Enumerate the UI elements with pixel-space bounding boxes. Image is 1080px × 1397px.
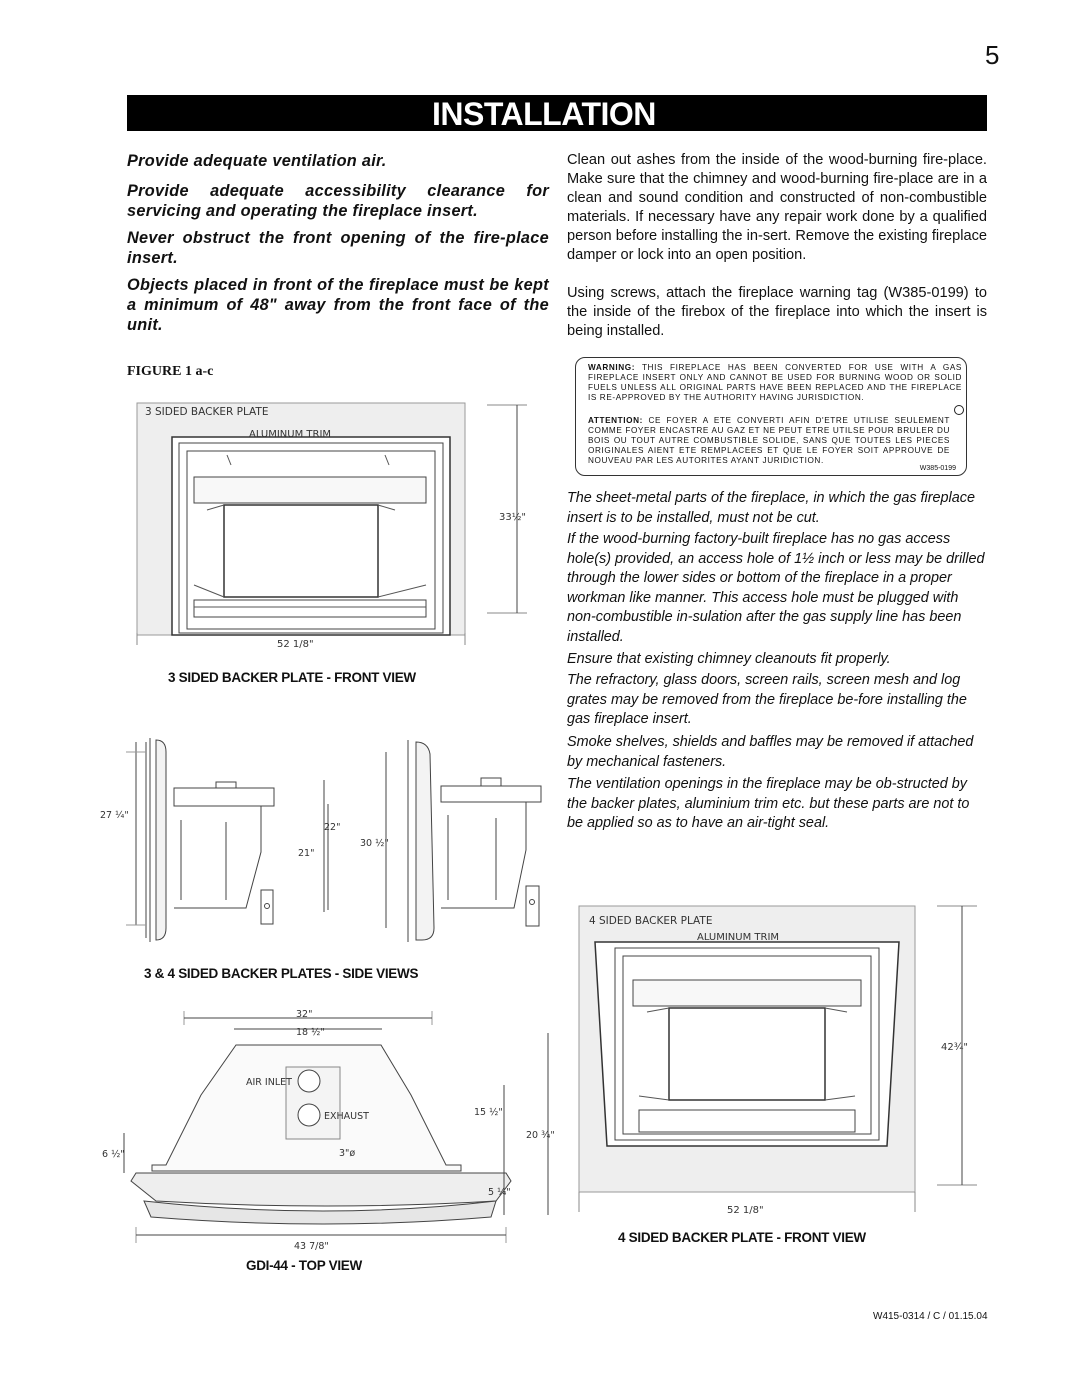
note-sheet-metal: The sheet-metal parts of the fireplace, … bbox=[567, 490, 975, 526]
title-bar: INSTALLATION bbox=[127, 95, 987, 132]
dim-32: 32" bbox=[296, 1009, 312, 1020]
label-exhaust: EXHAUST bbox=[324, 1111, 369, 1122]
warning-clearance: Provide adequate accessibility clearance… bbox=[127, 182, 549, 220]
caption-top-view: GDI-44 - TOP VIEW bbox=[246, 1258, 362, 1273]
tag-attention: ATTENTION: CE FOYER A ETE CONVERTI AFIN … bbox=[588, 416, 950, 466]
figure-3-sided-front: 3 SIDED BACKER PLATE ALUMINUM TRIM 33½" … bbox=[136, 402, 527, 650]
note-smoke-shelves: Smoke shelves, shields and baffles may b… bbox=[567, 734, 974, 770]
caption-3-sided-front: 3 SIDED BACKER PLATE - FRONT VIEW bbox=[168, 670, 416, 685]
note-cleanouts: Ensure that existing chimney cleanouts f… bbox=[567, 651, 891, 667]
label-aluminum-trim-4: ALUMINUM TRIM bbox=[697, 932, 779, 943]
caption-side-views: 3 & 4 SIDED BACKER PLATES - SIDE VIEWS bbox=[144, 966, 419, 981]
page-number: 5 bbox=[985, 40, 1000, 70]
tag-warning-text: THIS FIREPLACE HAS BEEN CONVERTED FOR US… bbox=[588, 363, 962, 402]
warning-tag: WARNING: THIS FIREPLACE HAS BEEN CONVERT… bbox=[575, 357, 967, 476]
note-refractory: The refractory, glass doors, screen rail… bbox=[567, 672, 967, 727]
label-3-sided-plate: 3 SIDED BACKER PLATE bbox=[145, 406, 268, 418]
screw-hole-icon bbox=[954, 405, 964, 415]
dim-27-quarter: 27 ¼" bbox=[100, 810, 129, 821]
dim-43-7-8: 43 7/8" bbox=[294, 1241, 329, 1252]
paragraph-warning-tag: Using screws, attach the fireplace warni… bbox=[567, 285, 987, 339]
label-4-sided-plate: 4 SIDED BACKER PLATE bbox=[589, 915, 712, 927]
tag-warning: WARNING: THIS FIREPLACE HAS BEEN CONVERT… bbox=[588, 363, 962, 403]
dim-30-half: 30 ½" bbox=[360, 838, 389, 849]
dim-height-4-sided: 42¾" bbox=[941, 1042, 968, 1053]
caption-4-sided-front: 4 SIDED BACKER PLATE - FRONT VIEW bbox=[618, 1230, 866, 1245]
tag-code: W385-0199 bbox=[919, 465, 956, 472]
dim-20-threequarter: 20 ¾" bbox=[526, 1130, 555, 1141]
tag-attention-text: CE FOYER A ETE CONVERTI AFIN D'ETRE UTIL… bbox=[588, 416, 950, 465]
label-aluminum-trim-3: ALUMINUM TRIM bbox=[249, 429, 331, 440]
warning-objects-distance: Objects placed in front of the fireplace… bbox=[127, 276, 549, 334]
figure-label: FIGURE 1 a-c bbox=[127, 364, 214, 379]
footer-document-code: W415-0314 / C / 01.15.04 bbox=[873, 1311, 988, 1322]
figure-side-views: 27 ¼" 22" 21" 30 ½" bbox=[100, 738, 542, 942]
warning-front-opening: Never obstruct the front opening of the … bbox=[127, 229, 549, 267]
label-pipe-diameter: 3"ø bbox=[339, 1148, 355, 1159]
dim-21: 21" bbox=[298, 848, 314, 859]
dim-22: 22" bbox=[324, 822, 340, 833]
dim-18-half: 18 ½" bbox=[296, 1027, 325, 1038]
tag-attention-label: ATTENTION: bbox=[588, 416, 643, 425]
label-air-inlet: AIR INLET bbox=[246, 1077, 292, 1088]
dim-width-4-sided: 52 1/8" bbox=[727, 1205, 764, 1216]
dim-5-quarter: 5 ¼" bbox=[488, 1187, 511, 1198]
tag-warning-label: WARNING: bbox=[588, 363, 636, 372]
dim-height-3-sided: 33½" bbox=[499, 511, 526, 523]
dim-6-half: 6 ½" bbox=[102, 1149, 125, 1160]
note-ventilation-openings: The ventilation openings in the fireplac… bbox=[567, 776, 970, 831]
note-access-hole: If the wood-burning factory-built firepl… bbox=[567, 531, 985, 645]
figure-top-view: 32" 18 ½" AIR INLET EXHAUST 3"ø 15 ½" 20… bbox=[102, 1009, 555, 1252]
dim-width-3-sided: 52 1/8" bbox=[277, 639, 314, 650]
page-title: INSTALLATION bbox=[432, 96, 656, 132]
figure-4-sided-front: 4 SIDED BACKER PLATE ALUMINUM TRIM 42¾" … bbox=[578, 905, 977, 1216]
paragraph-clean-ashes: Clean out ashes from the inside of the w… bbox=[567, 152, 987, 263]
dim-15-half: 15 ½" bbox=[474, 1107, 503, 1118]
warning-ventilation: Provide adequate ventilation air. bbox=[127, 152, 387, 170]
